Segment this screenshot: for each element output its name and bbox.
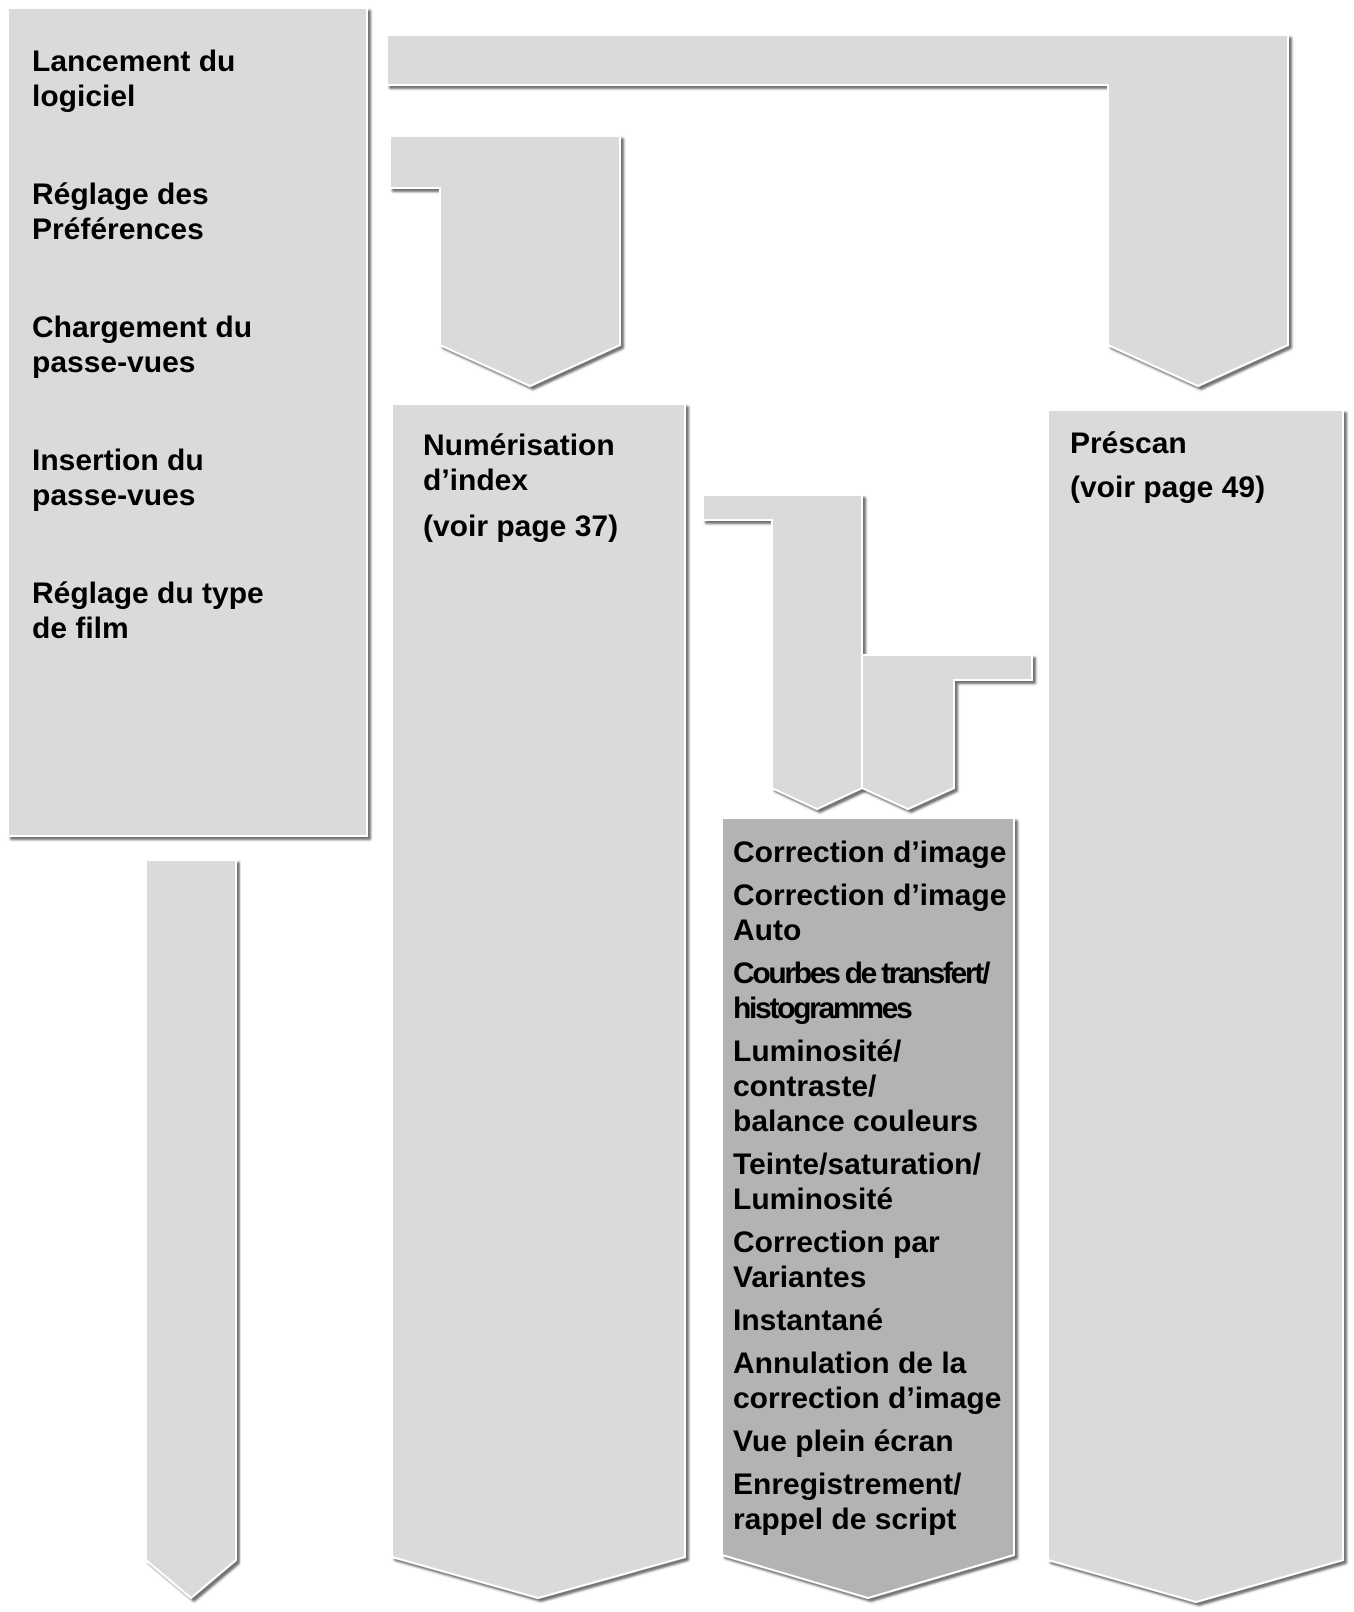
correction-item-line: Annulation de la [733, 1347, 967, 1380]
correction-item-line: contraste/ [733, 1070, 877, 1103]
correction-item: Luminosité/contraste/balance couleurs [733, 1034, 1018, 1139]
prescan-column [1047, 409, 1344, 1604]
steps-panel [7, 7, 368, 837]
correction-item-line: Auto [733, 914, 802, 947]
step-item-line: logiciel [32, 80, 136, 113]
corrections-panel [721, 817, 1015, 1600]
connector-to-index-scan [389, 135, 621, 388]
step-item-line: Insertion du [32, 444, 204, 477]
correction-item: Teinte/saturation/Luminosité [733, 1147, 1018, 1217]
correction-item: Vue plein écran [733, 1424, 1018, 1459]
correction-item-line: correction d’image [733, 1382, 1002, 1415]
correction-item-line: balance couleurs [733, 1105, 979, 1138]
correction-item-line: Courbes de transfert/ [733, 957, 990, 990]
step-item-line: Préférences [32, 213, 204, 246]
index-scan-title: Numérisation d’index [423, 428, 615, 498]
step-item-line: Réglage du type [32, 577, 264, 610]
steps-down-arrow [145, 859, 237, 1600]
index-scan-title-line-1: Numérisation [423, 429, 615, 462]
prescan-page-ref: (voir page 49) [1070, 471, 1266, 504]
correction-item: Enregistrement/rappel de script [733, 1467, 1018, 1537]
correction-item-line: Correction d’image [733, 879, 1007, 912]
correction-item-line: rappel de script [733, 1503, 957, 1536]
step-item-line: passe-vues [32, 479, 196, 512]
index-scan-title-line-2: d’index [423, 464, 529, 497]
correction-item-line: histogrammes [733, 992, 913, 1025]
correction-item-line: Correction par [733, 1226, 940, 1259]
correction-item-line: Instantané [733, 1304, 884, 1337]
correction-item-line: Teinte/saturation/ [733, 1148, 981, 1181]
index-scan-page-ref: (voir page 37) [423, 510, 619, 543]
step-item-line: Chargement du [32, 311, 253, 344]
correction-item: Instantané [733, 1303, 1018, 1338]
step-item-line: de film [32, 612, 129, 645]
correction-item-line: Luminosité [733, 1183, 894, 1216]
prescan-title: Préscan [1070, 427, 1187, 460]
correction-item-line: Enregistrement/ [733, 1468, 962, 1501]
connector-prescan-to-corrections [861, 654, 1033, 811]
index-scan-column [391, 403, 686, 1600]
correction-item-line: Vue plein écran [733, 1425, 954, 1458]
correction-item-line: Correction d’image [733, 836, 1007, 869]
connector-index-to-corrections [702, 494, 863, 811]
correction-item-line: Variantes [733, 1261, 867, 1294]
step-item-line: passe-vues [32, 346, 196, 379]
correction-item: Correction d’image [733, 835, 1018, 870]
correction-item: Courbes de transfert/histogrammes [733, 956, 1018, 1026]
correction-item-line: Luminosité/ [733, 1035, 902, 1068]
step-item-line: Lancement du [32, 45, 236, 78]
step-item-line: Réglage des [32, 178, 209, 211]
connector-to-prescan [386, 34, 1289, 388]
